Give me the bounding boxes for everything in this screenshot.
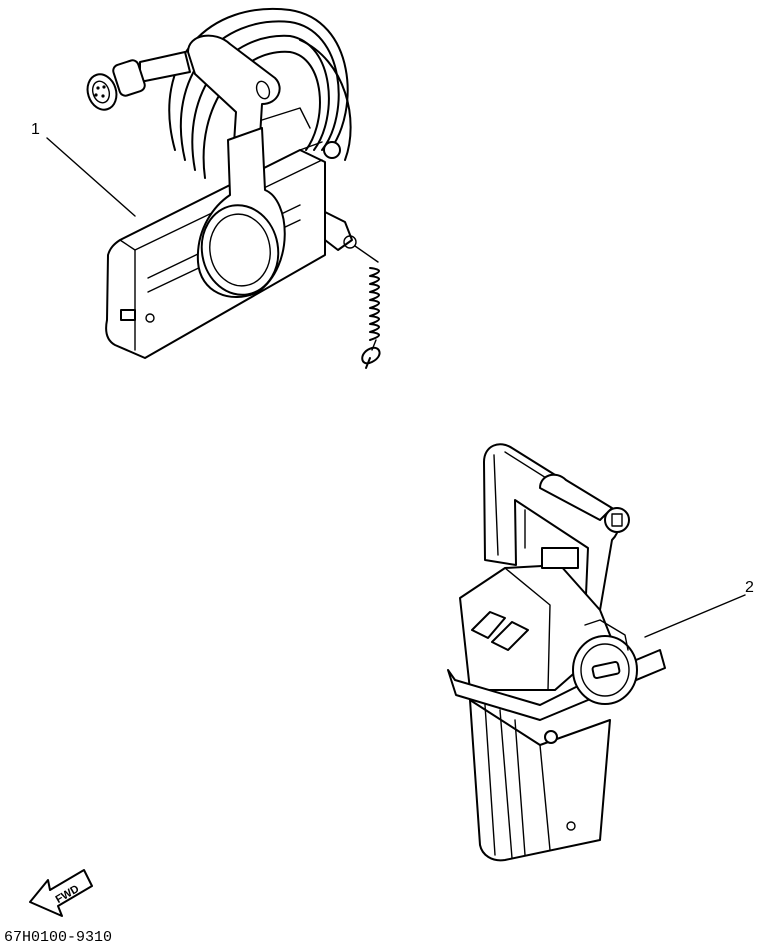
stop-lanyard xyxy=(324,211,381,369)
part-2-top-mount-control xyxy=(447,443,666,862)
callout-1: 1 xyxy=(31,121,40,138)
drawing-code: 67H0100-9310 xyxy=(4,929,112,946)
lower-housing xyxy=(469,699,611,862)
mounting-flange xyxy=(447,649,666,721)
cable-connector-plug xyxy=(86,51,191,111)
callout-2: 2 xyxy=(745,579,754,596)
neutral-switch xyxy=(120,309,136,321)
trim-switch-up xyxy=(471,611,506,639)
part-1-remote-control-box xyxy=(86,7,381,369)
fwd-arrow-icon: FWD xyxy=(29,869,93,917)
trim-switch-down xyxy=(491,621,529,651)
cable-coil xyxy=(168,7,352,179)
leader-line-2 xyxy=(644,594,746,638)
lever-hub xyxy=(200,204,280,296)
leader-line-1 xyxy=(46,137,136,217)
